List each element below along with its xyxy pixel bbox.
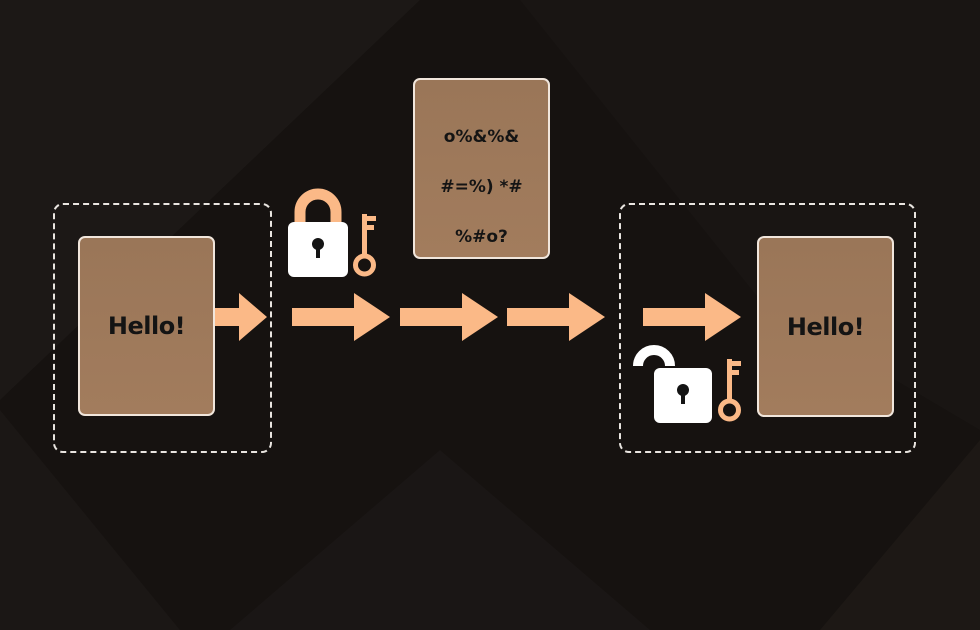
unlocked-padlock-icon bbox=[633, 345, 712, 423]
decrypted-document: Hello! bbox=[757, 236, 894, 417]
arrow-right-icon bbox=[507, 293, 605, 341]
plaintext-document: Hello! bbox=[78, 236, 215, 416]
ciphertext-line: #=%) *# bbox=[440, 177, 523, 197]
arrow-right-icon bbox=[215, 293, 267, 341]
arrow-right-icon bbox=[400, 293, 498, 341]
arrow-right-icon bbox=[643, 293, 741, 341]
key-icon bbox=[353, 214, 376, 277]
locked-padlock-icon bbox=[288, 188, 348, 277]
arrow-right-icon bbox=[292, 293, 390, 341]
plaintext-label: Hello! bbox=[107, 312, 186, 340]
ciphertext-line: %#o? bbox=[455, 227, 508, 247]
ciphertext-line: o%&%& bbox=[443, 127, 520, 147]
key-icon bbox=[718, 359, 741, 422]
sender-group-box bbox=[53, 203, 272, 453]
ciphertext-document: o%&%& #=%) *# %#o? bbox=[413, 78, 550, 259]
receiver-group-box bbox=[619, 203, 916, 453]
decrypted-label: Hello! bbox=[786, 312, 865, 341]
